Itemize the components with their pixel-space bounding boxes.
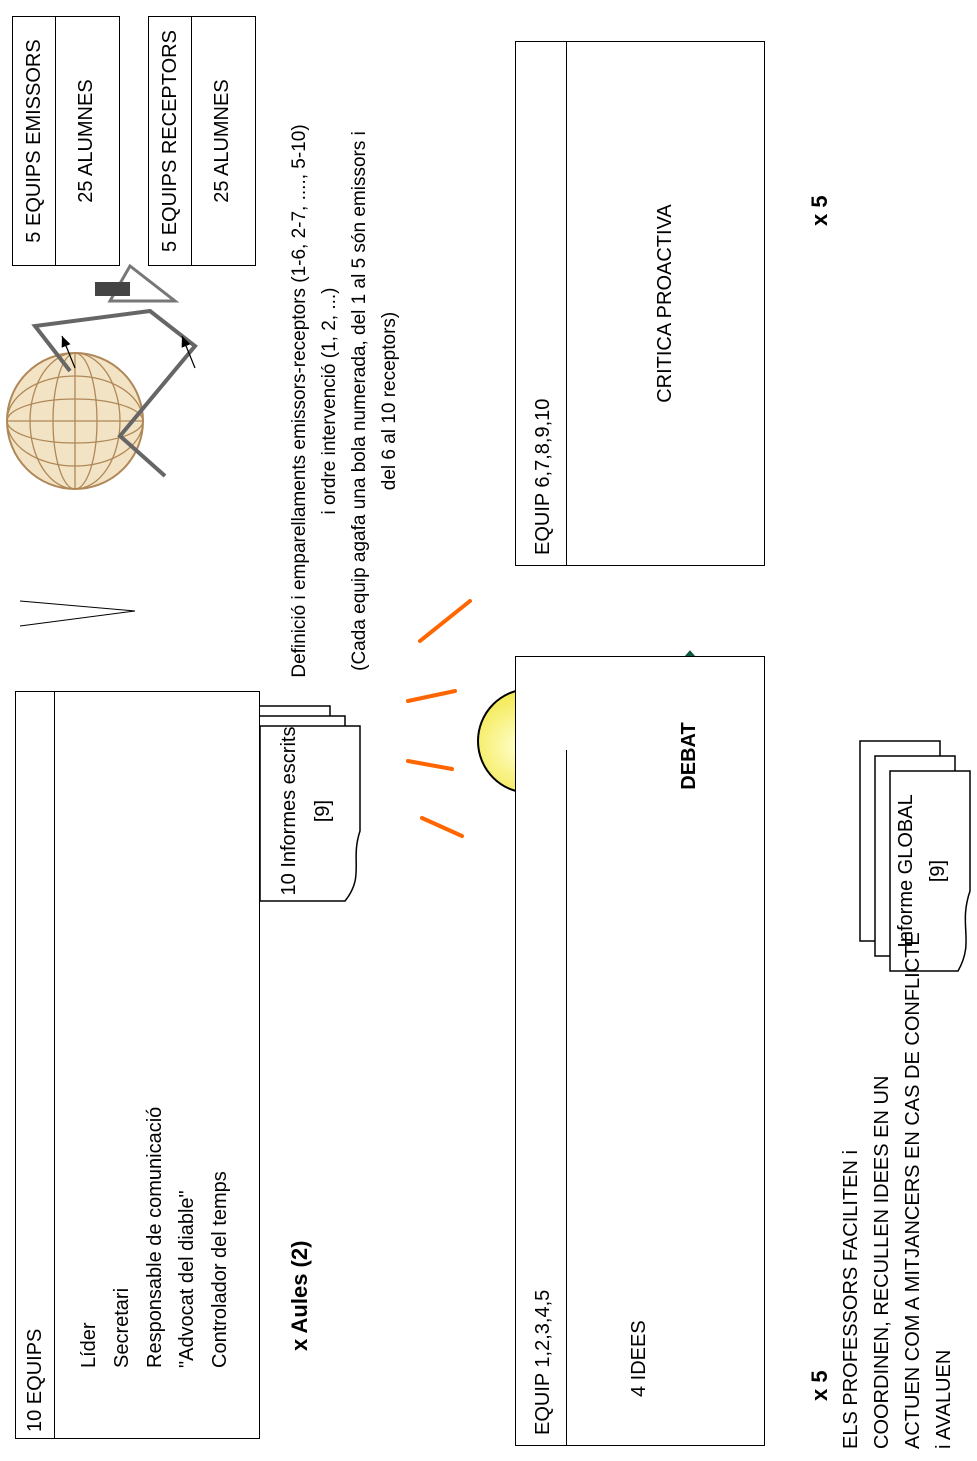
receptors-box: 5 EQUIPS RECEPTORS 25 ALUMNES [148,16,256,266]
equips-to-cage-connector [19,600,136,627]
equip-critica-body: CRITICA PROACTIVA [654,204,676,403]
equip-ideas-body: 4 IDEES [628,1320,650,1397]
equip-ideas-title: EQUIP 1,2,3,4,5 [532,1289,554,1435]
emissors-box: 5 EQUIPS EMISSORS 25 ALUMNES [12,16,120,266]
role-secretari: Secretari [111,1287,133,1368]
emissors-body: 25 ALUMNES [75,79,97,203]
equip-critica-title: EQUIP 6,7,8,9,10 [532,398,554,555]
definicio-text: Definició i emparellaments emissors-rece… [285,1,405,801]
equip-ideas-box: EQUIP 1,2,3,4,5 4 IDEES [515,656,765,1446]
definicio-line4: del 6 al 10 receptors) [379,311,400,491]
definicio-line3: (Cada equip agafa una bola numerada, del… [349,131,370,671]
professors-line2: COORDINEN, RECULLEN IDEES EN UN [871,1075,893,1449]
professors-line4: i AVALUEN [933,1349,955,1449]
professors-line1: ELS PROFESSORS FACILITEN i [840,1150,862,1449]
informe-global-text: Informe GLOBAL [9] [890,776,954,966]
cage-to-receptors-arrow [181,335,196,369]
emissors-title: 5 EQUIPS EMISSORS [23,39,45,243]
times-label-left: x 5 [807,1370,832,1401]
role-advocat: "Advocat del diable" [176,1190,198,1368]
aules-label: x Aules (2) [287,1240,312,1351]
cage-to-emissors-arrow [61,335,76,369]
definicio-line2: i ordre intervenció (1, 2, ...) [319,287,340,515]
role-controlador: Controlador del temps [209,1171,231,1368]
informe-global-line1: Informe GLOBAL [895,794,917,948]
receptors-body: 25 ALUMNES [211,79,233,203]
informe-global-stack [859,740,971,972]
equip-critica-box: EQUIP 6,7,8,9,10 CRITICA PROACTIVA [515,41,765,566]
professors-line3: ACTUEN COM A MITJANCERS EN CAS DE CONFLI… [902,932,924,1449]
receptors-title: 5 EQUIPS RECEPTORS [159,30,181,252]
equips-box-header: 10 EQUIPS [16,692,55,1438]
informe-global-line2: [9] [927,859,949,883]
bingo-cage-icon [6,263,198,490]
equips-box-title: 10 EQUIPS [24,1328,46,1432]
definicio-line1: Definició i emparellaments emissors-rece… [289,124,310,678]
role-lider: Líder [78,1322,100,1368]
role-comunicacio: Responsable de comunicació [144,1106,166,1368]
professors-text: ELS PROFESSORS FACILITEN i COORDINEN, RE… [836,932,960,1449]
debat-label: DEBAT [678,722,700,790]
equips-box: 10 EQUIPS Líder Secretari Responsable de… [15,691,260,1439]
times-label-right: x 5 [807,195,832,226]
